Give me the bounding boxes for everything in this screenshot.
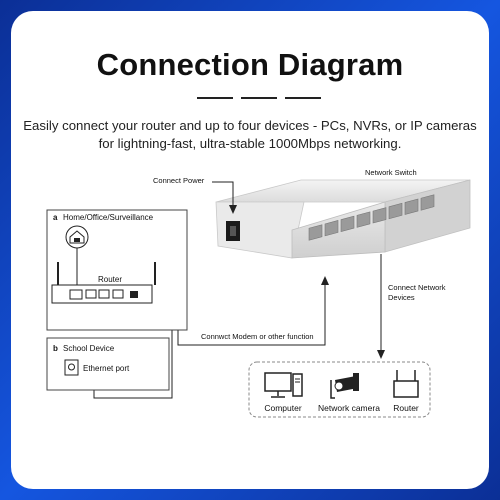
switch-front — [291, 201, 386, 259]
switch-port — [420, 194, 435, 211]
switch-port — [372, 207, 387, 224]
home-icon — [65, 225, 89, 249]
ethernet-port-icon — [64, 359, 79, 376]
panel-a-letter: a — [53, 213, 58, 222]
subtitle: Easily connect your router and up to fou… — [23, 117, 477, 153]
connect-network-label-1: Connect Network — [388, 283, 446, 292]
switch-ports — [308, 194, 435, 241]
panel-b-letter: b — [53, 344, 58, 353]
connect-network-label-2: Devices — [388, 293, 415, 302]
computer-icon — [264, 372, 303, 398]
subtitle-line-1: Easily connect your router and up to fou… — [23, 118, 477, 133]
modem-arrow — [321, 276, 329, 285]
router-icon — [393, 370, 419, 398]
router-device: Router — [51, 262, 156, 304]
panel-b-title: School Device — [63, 344, 115, 353]
connect-power-label: Connect Power — [153, 176, 205, 185]
power-arrow — [229, 205, 237, 214]
switch-port — [388, 202, 403, 220]
subtitle-line-2: for lightning-fast, ultra-stable 1000Mbp… — [98, 136, 402, 151]
device-label-router: Router — [393, 403, 419, 413]
page-title: Connection Diagram — [96, 47, 404, 82]
router-port — [98, 289, 110, 299]
panel-a-title: Home/Office/Surveillance — [63, 213, 154, 222]
network-switch-label: Network Switch — [365, 168, 417, 177]
device-label-network-camera: Network camera — [318, 403, 380, 413]
switch-port — [356, 211, 371, 228]
title-dashes — [11, 97, 489, 101]
router-port — [69, 289, 83, 300]
devices-panel: Computer Network camera Router — [248, 361, 431, 418]
switch-port — [324, 220, 339, 237]
panel-a: a Home/Office/Surveillance Router — [46, 209, 188, 331]
device-label-computer: Computer — [264, 403, 301, 413]
modem-label: Connwct Modem or other function — [201, 332, 314, 341]
network-switch — [215, 179, 471, 259]
router-power-port — [130, 291, 138, 298]
router-port — [85, 289, 97, 299]
panel-a-box — [46, 209, 188, 331]
switch-port — [340, 215, 355, 233]
switch-port — [308, 224, 323, 241]
devices-arrow — [377, 350, 385, 359]
power-line — [212, 181, 234, 207]
router-port — [112, 289, 124, 299]
panel-b: b School Device Ethernet port — [46, 337, 170, 391]
router-label: Router — [98, 275, 122, 284]
network-camera-icon — [330, 373, 359, 399]
switch-port — [404, 198, 419, 215]
ethernet-port-label: Ethernet port — [83, 364, 130, 373]
